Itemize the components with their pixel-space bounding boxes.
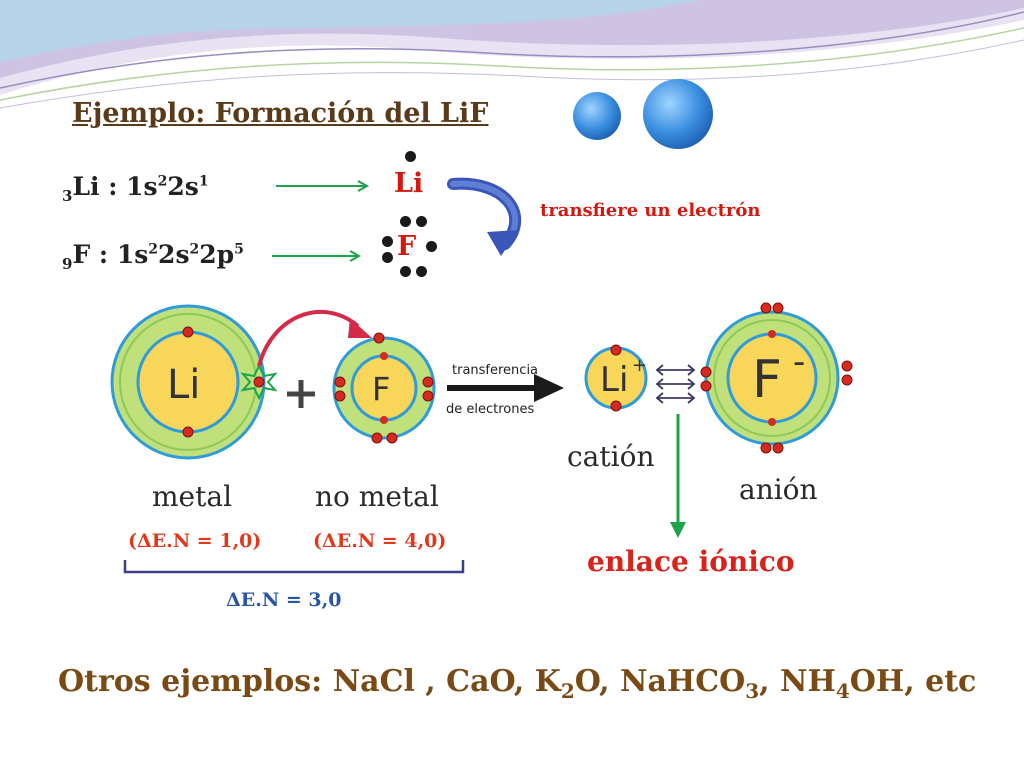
curved-transfer-arrow <box>447 177 522 256</box>
metal-label: metal <box>152 480 233 513</box>
f-dot <box>382 236 393 247</box>
ionic-bond-diagram <box>102 296 868 472</box>
no-metal-label: no metal <box>315 480 439 513</box>
f-dot <box>426 241 437 252</box>
f-dot <box>416 216 427 227</box>
electronegativity-difference: ΔE.N = 3,0 <box>226 589 342 611</box>
f-dot <box>400 266 411 277</box>
f-dot <box>382 252 393 263</box>
f-ion-charge: - <box>793 342 806 382</box>
f-dot <box>400 216 411 227</box>
f-electron-configuration: 9F : 1s22s22p5 <box>62 240 244 273</box>
li-valence-dot <box>405 151 416 162</box>
li-electron-configuration: 3Li : 1s22s1 <box>62 172 209 205</box>
transfer-caption: transfiere un electrón <box>540 200 761 221</box>
li-ion <box>584 344 648 412</box>
li-atom-label: Li <box>167 362 201 408</box>
f-dot <box>416 266 427 277</box>
background-waves <box>0 0 1024 109</box>
metal-electronegativity: (ΔE.N = 1,0) <box>128 530 262 552</box>
f-lewis-symbol: F <box>397 231 417 262</box>
config-arrows <box>272 180 370 262</box>
f-ion-label: F <box>752 350 782 410</box>
difference-bracket <box>123 560 465 574</box>
cation-label: catión <box>567 440 655 473</box>
f-atom <box>332 332 436 444</box>
transfer-arrow-top-label: transferencia <box>452 363 539 378</box>
ionic-bond-label: enlace iónico <box>587 545 795 578</box>
li-ion-label: Li <box>600 360 629 400</box>
li-ion-charge: + <box>632 355 648 376</box>
li-lewis-symbol: Li <box>394 168 424 199</box>
transfer-arrow-bottom-label: de electrones <box>446 402 535 417</box>
decorative-spheres <box>573 79 713 149</box>
li-atom <box>110 304 278 460</box>
ionic-bond-arrow <box>670 414 686 538</box>
f-atom-label: F <box>372 370 391 408</box>
f-ion <box>700 302 853 454</box>
anion-label: anión <box>739 473 818 506</box>
nonmetal-electronegativity: (ΔE.N = 4,0) <box>313 530 447 552</box>
other-examples: Otros ejemplos: NaCl , CaO, K2O, NaHCO3,… <box>58 664 977 703</box>
page-title: Ejemplo: Formación del LiF <box>72 98 489 129</box>
